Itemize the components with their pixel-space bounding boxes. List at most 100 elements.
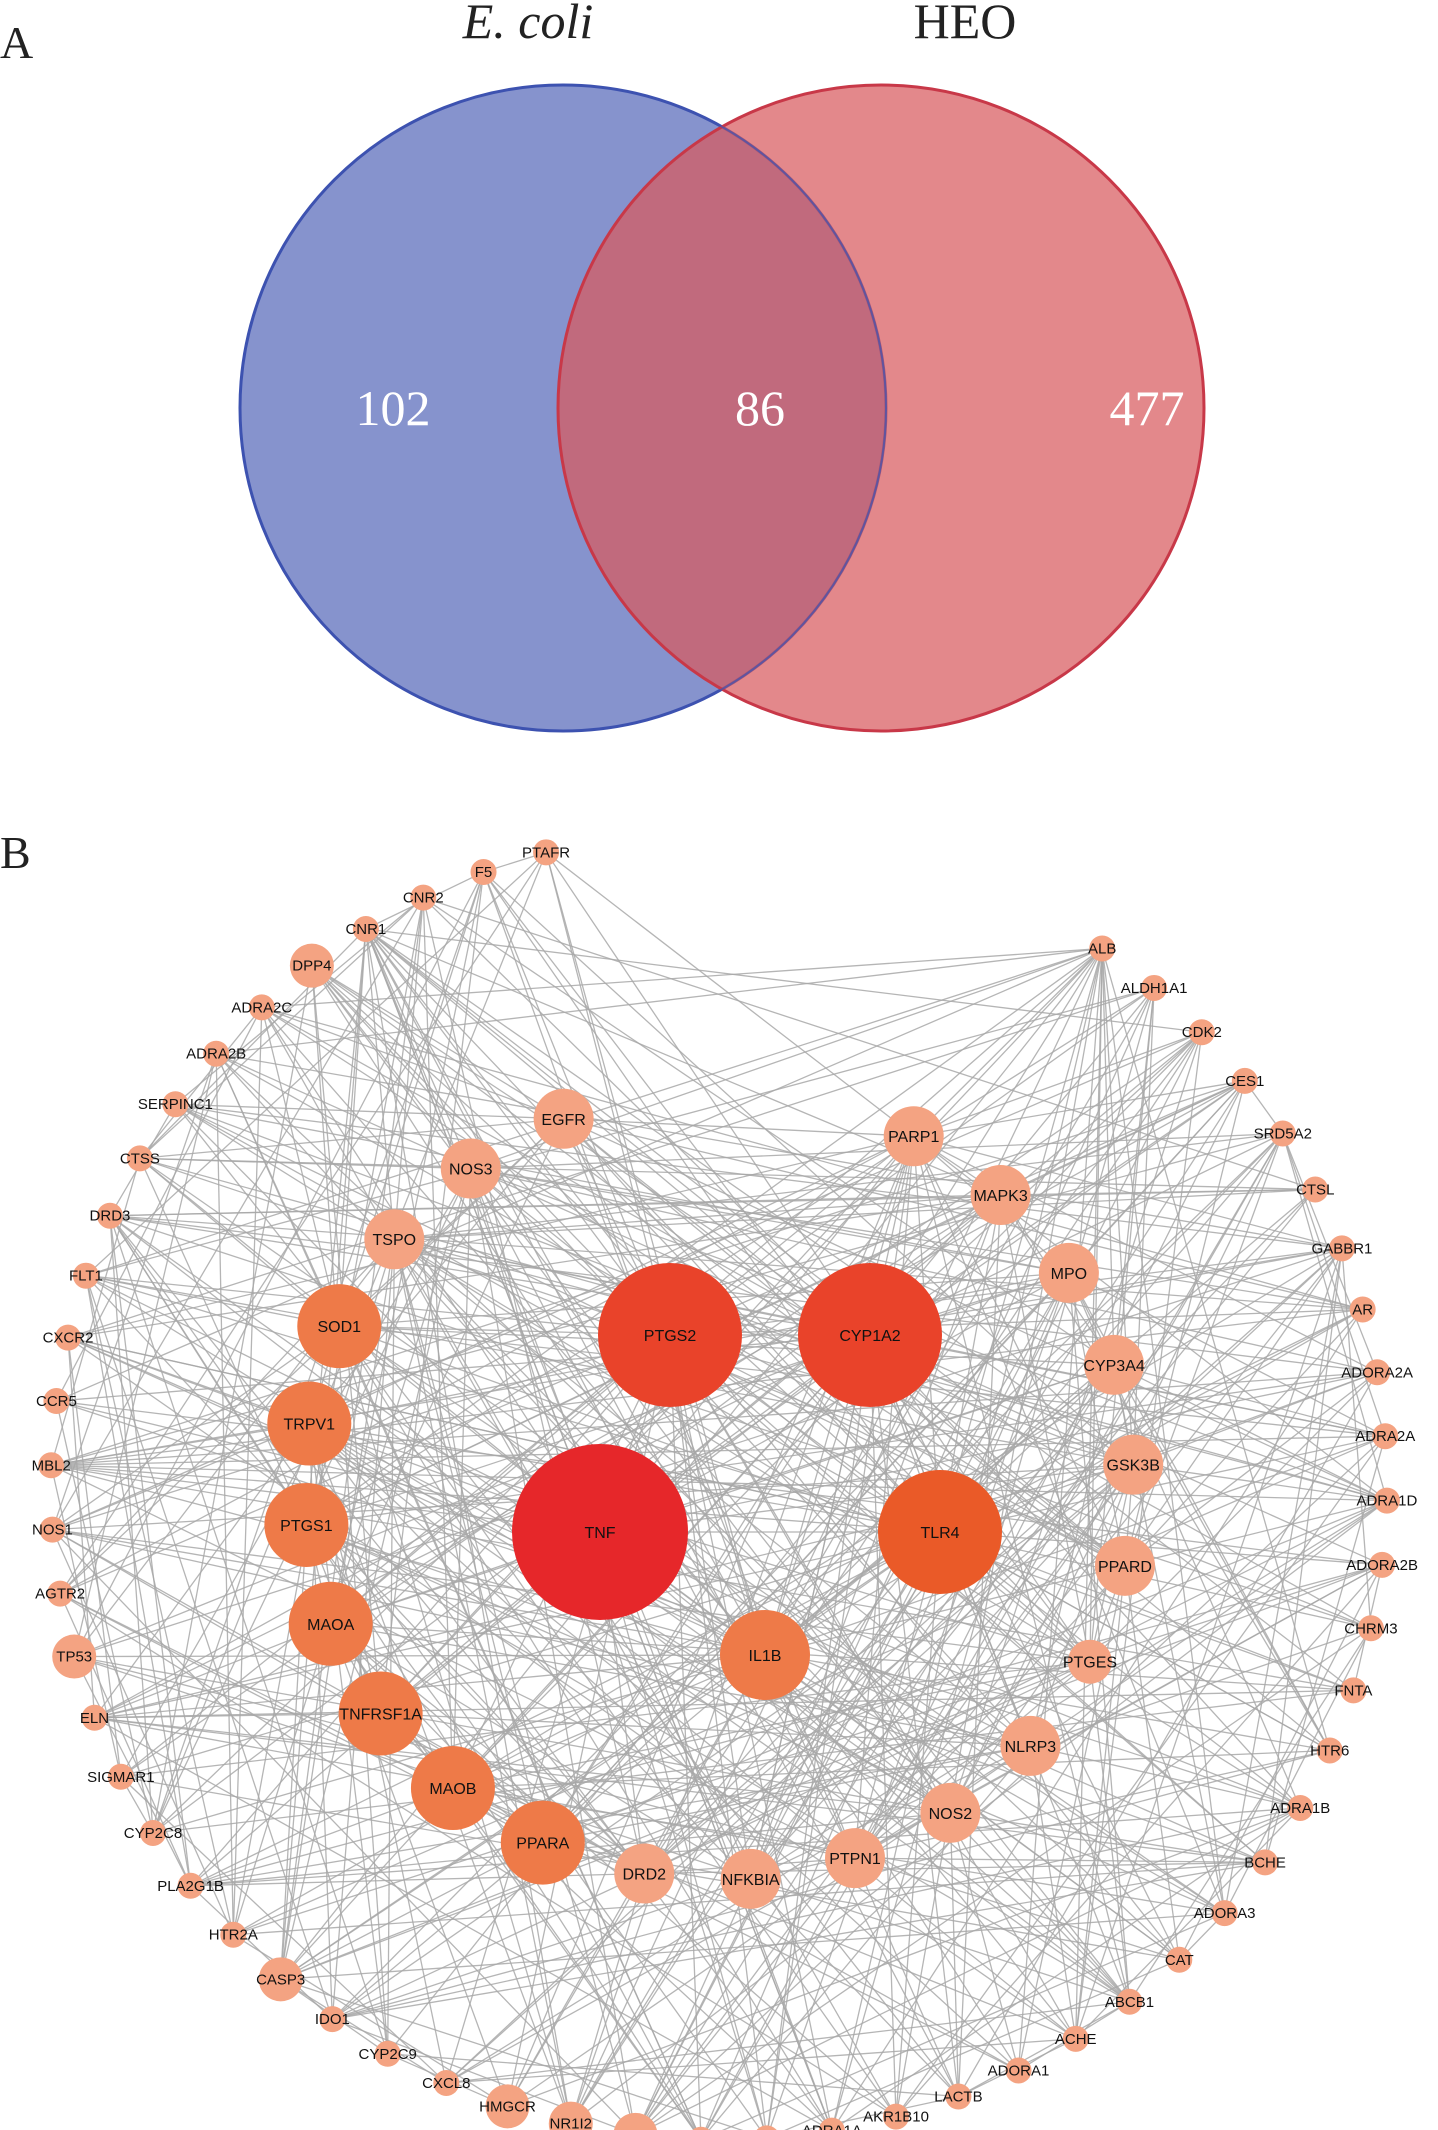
network-edge — [939, 1531, 1354, 1691]
node-maob: MAOB — [410, 1746, 495, 1831]
network-edge — [305, 1524, 544, 1843]
network-edge — [542, 1499, 1388, 1844]
node-label: CNR2 — [403, 890, 444, 907]
node-nr1i2: NR1I2 — [548, 2101, 593, 2130]
node-label: BCHE — [1244, 1854, 1286, 1871]
node-ido1: IDO1 — [315, 2006, 350, 2033]
network-edge — [563, 1118, 1388, 1502]
network-edge — [764, 987, 1155, 1656]
network-edge — [913, 1080, 1245, 1137]
node-label: DPP4 — [292, 958, 331, 975]
node-circle — [883, 2103, 910, 2130]
node-hmgcr: HMGCR — [479, 2084, 536, 2129]
node-circle — [96, 1202, 123, 1229]
node-circle — [756, 2125, 777, 2130]
network-edge — [570, 1080, 1246, 2125]
network-edge — [52, 1325, 340, 1531]
network-edge — [764, 1499, 1388, 1656]
node-alb: ALB — [1088, 935, 1116, 962]
node-adra2a: ADRA2A — [1355, 1423, 1415, 1450]
node-circle — [1141, 974, 1168, 1001]
node-ccr5: CCR5 — [36, 1388, 77, 1415]
network-edge — [446, 2038, 1076, 2084]
network-edge — [330, 1623, 1031, 1747]
network-edge — [913, 947, 1103, 1137]
network-edge — [570, 1272, 1070, 2125]
network-edge — [306, 1524, 1225, 1914]
network-edge — [52, 1529, 1330, 1752]
node-adra2b: ADRA2B — [186, 1040, 246, 1067]
node-tp53: TP53 — [52, 1634, 97, 1679]
network-edge — [452, 1531, 941, 1789]
network-edge — [422, 897, 645, 1874]
network-edge — [542, 1842, 697, 2130]
node-label: FNTA — [1334, 1682, 1372, 1699]
set-title-right: HEO — [914, 0, 1017, 49]
node-circle — [1005, 2057, 1032, 2084]
network-edge — [1089, 1661, 1131, 2002]
network-edge — [470, 1168, 833, 2130]
network-edge — [545, 852, 766, 1656]
network-edge — [365, 928, 766, 1656]
node-label: FLT1 — [69, 1268, 103, 1285]
node-label: CXCR2 — [43, 1330, 94, 1347]
node-label: CTSL — [1296, 1181, 1334, 1198]
network-edge — [1029, 1464, 1134, 1747]
network-edge — [261, 1007, 340, 1327]
network-edge — [507, 1807, 1301, 2107]
node-ahr: AHR — [756, 2125, 777, 2130]
network-edge — [750, 1464, 1134, 1880]
network-edge — [152, 1654, 766, 1834]
node-label: NOS1 — [32, 1522, 73, 1539]
network-edge — [854, 1661, 1091, 1859]
network-edge — [957, 1371, 1378, 2097]
node-circle — [39, 1516, 66, 1543]
network-edge — [139, 1157, 471, 1170]
network-edge — [452, 1168, 472, 1789]
node-casp3: CASP3 — [256, 1957, 305, 2002]
network-edge — [599, 1531, 766, 2130]
node-circle — [1357, 1615, 1384, 1642]
network-edge — [669, 1334, 702, 2130]
network-edge — [365, 928, 572, 2124]
count-overlap: 86 — [735, 380, 785, 436]
network-edge — [669, 1308, 1363, 1336]
node-label: SRD5A2 — [1254, 1126, 1312, 1143]
node-label: MAOB — [429, 1781, 476, 1798]
network-edge — [308, 1423, 1077, 2040]
network-edge — [545, 851, 1388, 1502]
network-edge — [59, 851, 547, 1594]
node-circle — [1094, 1535, 1155, 1596]
node-sod1: SOD1 — [297, 1284, 382, 1369]
network-edge — [958, 2001, 1130, 2098]
node-htr6: HTR6 — [1310, 1737, 1349, 1764]
network-edge — [895, 1531, 941, 2117]
node-label: NOS3 — [449, 1162, 493, 1179]
node-label: PTAFR — [522, 844, 570, 861]
node-label: ADORA2B — [1346, 1557, 1418, 1574]
node-label: SERPINC1 — [138, 1096, 213, 1113]
node-circle — [1316, 1737, 1343, 1764]
network-edge — [452, 1654, 766, 1789]
node-circle — [1287, 1794, 1314, 1821]
node-circle — [1089, 935, 1116, 962]
node-cxcr2: CXCR2 — [43, 1324, 94, 1351]
node-circle — [798, 1263, 942, 1407]
network-edge — [643, 1500, 1388, 1875]
network-edge — [94, 1712, 381, 1719]
network-edge — [215, 1053, 1134, 1466]
network-edge — [869, 1031, 1203, 1336]
node-cyp3a4: CYP3A4 — [1083, 1334, 1145, 1395]
node-adra1d: ADRA1D — [1356, 1487, 1417, 1514]
node-drd3: DRD3 — [90, 1202, 130, 1229]
node-bche: BCHE — [1244, 1849, 1286, 1876]
node-circle — [319, 2006, 346, 2033]
network-edge — [641, 1627, 1372, 2130]
count-left-only: 102 — [356, 380, 431, 436]
network-edge — [139, 1158, 307, 1526]
node-label: HMGCR — [479, 2098, 536, 2115]
node-circle — [500, 1800, 585, 1885]
node-label: CXCL8 — [422, 2075, 470, 2092]
network-edge — [542, 948, 1103, 1843]
network-edge — [545, 852, 671, 1336]
